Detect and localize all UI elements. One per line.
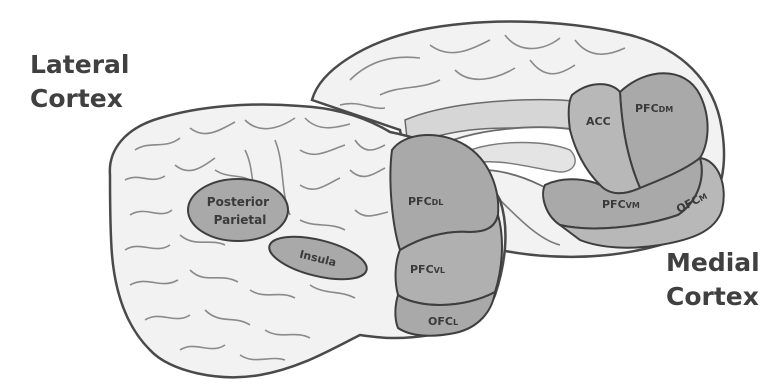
lateral-cortex-label: Lateral Cortex: [30, 48, 129, 116]
lateral-hemisphere: [110, 105, 506, 378]
lateral-label-line-1: Lateral: [30, 48, 129, 82]
label-acc: ACC: [586, 115, 611, 128]
medial-label-line-1: Medial: [666, 246, 760, 280]
medial-label-line-2: Cortex: [666, 280, 760, 314]
medial-cortex-label: Medial Cortex: [666, 246, 760, 314]
lateral-label-line-2: Cortex: [30, 82, 129, 116]
region-posterior-parietal: [188, 179, 288, 241]
